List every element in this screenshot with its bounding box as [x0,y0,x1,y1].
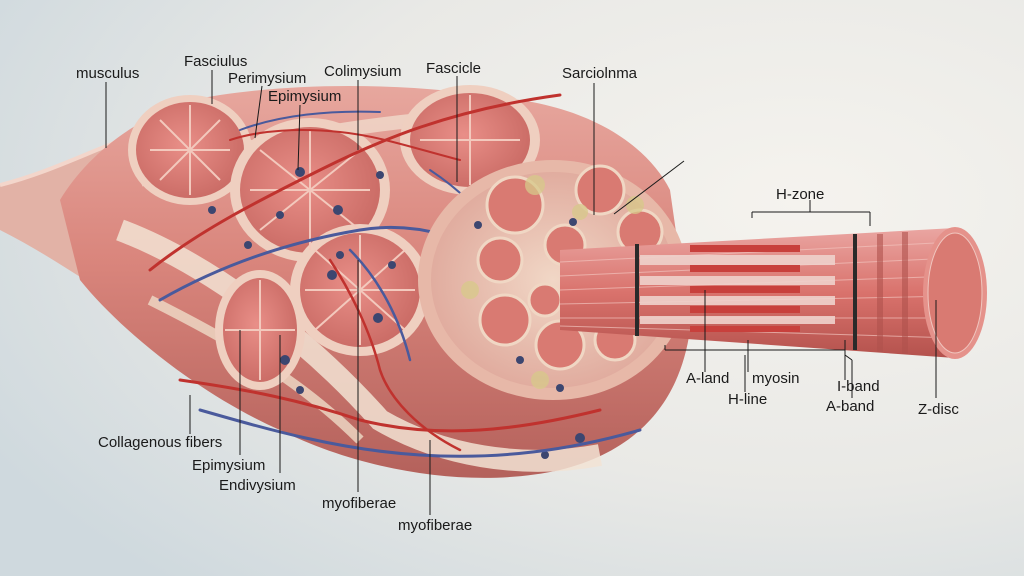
label-z-disc: Z-disc [918,401,959,418]
label-collagenous-fibers: Collagenous fibers [98,434,223,451]
label-a-land: A-land [686,370,730,387]
fiber-divisions [150,95,520,380]
label-musculus: musculus [76,65,140,82]
leader-lines [105,70,937,515]
label-epimysium-bottom: Epimysium [192,457,266,474]
label-h-zone: H-zone [776,186,825,203]
label-fasciulus: Fasciulus [184,53,248,70]
fascicle-cross-section [418,160,688,400]
label-i-band: I-band [837,378,880,395]
label-a-band: A-band [826,398,875,415]
myofibril-cylinder [559,227,987,359]
fascia-sheath [116,219,603,472]
label-colimysium: Colimysium [324,63,402,80]
label-myofiberae-2: myofiberae [398,517,473,534]
label-myosin: myosin [752,370,800,387]
label-perimysium: Perimysium [228,70,307,87]
label-epimysium-top: Epimysium [268,88,342,105]
label-h-line: H-line [728,391,768,408]
label-sarciolnma: Sarciolnma [562,65,638,82]
label-myofiberae-1: myofiberae [322,495,397,512]
label-endivysium: Endivysium [219,477,296,494]
label-fascicle: Fascicle [426,60,482,77]
